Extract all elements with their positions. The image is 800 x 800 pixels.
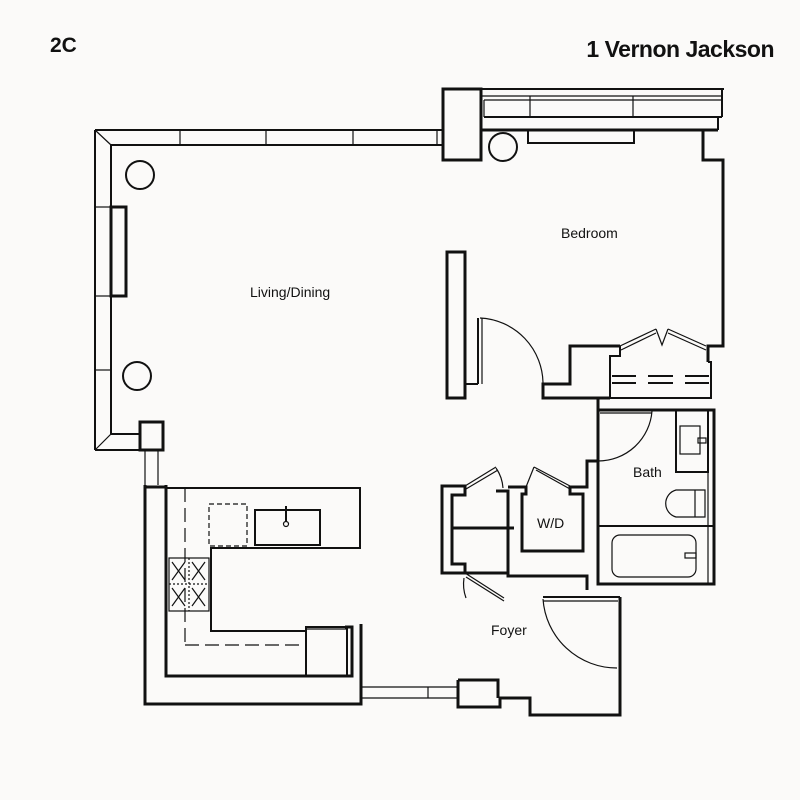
column-icon xyxy=(122,361,152,391)
living-exterior-wall xyxy=(94,129,443,451)
building-name: 1 Vernon Jackson xyxy=(586,36,774,62)
bedroom-walls xyxy=(441,87,725,410)
room-label-wd: W/D xyxy=(537,515,564,531)
unit-number: 2C xyxy=(50,34,77,57)
bath xyxy=(596,408,716,586)
column-icon xyxy=(125,160,155,190)
room-label-foyer: Foyer xyxy=(491,622,527,638)
kitchen xyxy=(143,485,458,706)
room-label-bedroom: Bedroom xyxy=(561,225,618,241)
room-label-living-dining: Living/Dining xyxy=(250,284,330,300)
foyer-walls xyxy=(440,459,622,717)
room-label-bath: Bath xyxy=(633,464,662,480)
column-icon xyxy=(488,132,518,162)
